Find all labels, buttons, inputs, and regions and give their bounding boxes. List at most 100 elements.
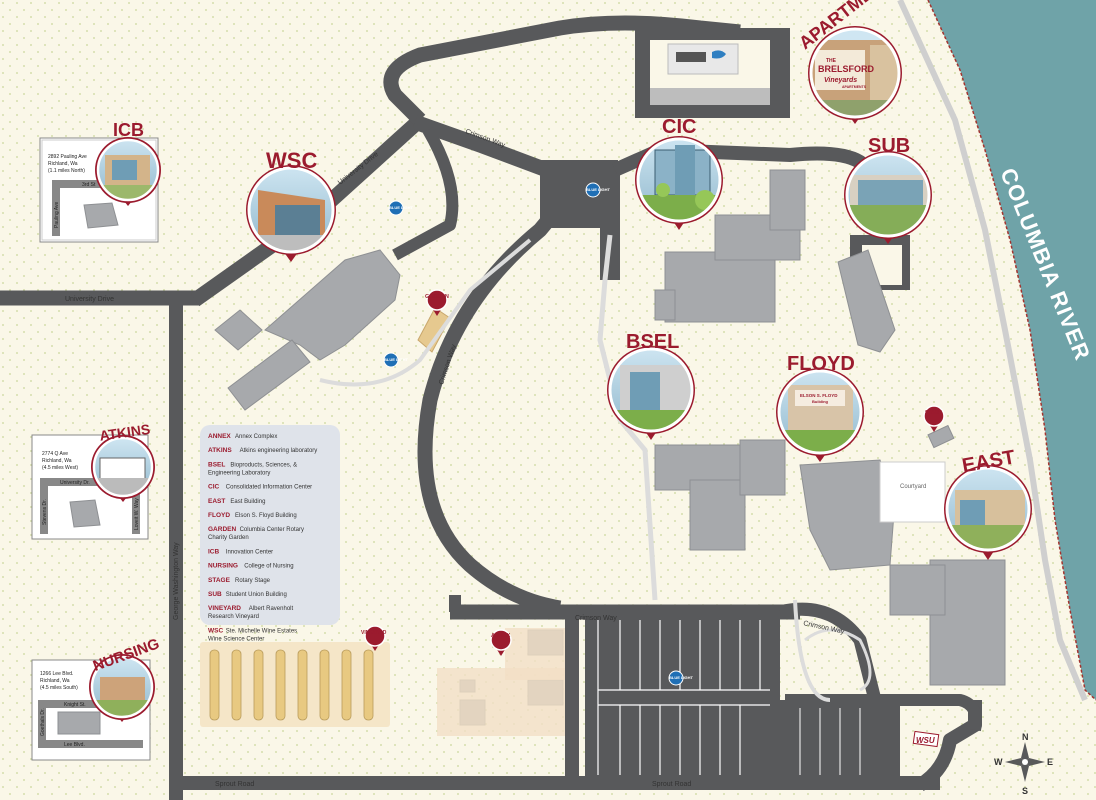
legend-key: ANNEX <box>208 433 231 440</box>
cic-building <box>664 251 776 323</box>
pin-label-wsc: WSC <box>266 148 317 173</box>
legend-key: CIC <box>208 484 220 491</box>
cic-drive <box>612 142 890 191</box>
legend-desc: Rotary Stage <box>235 578 271 584</box>
pin-icb[interactable]: ICB <box>95 120 161 206</box>
pin-label-annex: ANNEX <box>491 633 511 639</box>
blue-light-marker[interactable]: BLUE LIGHT <box>668 670 694 686</box>
bsel-wing <box>689 479 746 551</box>
svg-text:APARTMENTS: APARTMENTS <box>842 85 867 89</box>
pin-cic[interactable]: CIC <box>635 116 725 230</box>
svg-text:1266 Lee Blvd.: 1266 Lee Blvd. <box>40 671 73 677</box>
compass-w: W <box>994 757 1003 767</box>
cic-tower <box>769 169 806 231</box>
label-university-drive: University Drive <box>65 296 114 303</box>
pin-east[interactable]: EAST <box>944 446 1034 560</box>
pin-label-icb: ICB <box>113 120 144 140</box>
road-crimson-way-top <box>412 114 563 183</box>
legend-desc: Annex Complex <box>235 434 277 440</box>
wsc-building <box>264 249 401 361</box>
legend-desc: Innovation Center <box>226 549 273 555</box>
legend-desc: Albert Ravenholt <box>249 606 294 612</box>
pin-vineyard[interactable]: VINEYARD <box>361 625 387 651</box>
legend-key: NURSING <box>208 563 238 570</box>
svg-text:BLUE LIGHT: BLUE LIGHT <box>586 187 611 192</box>
cic-side <box>654 289 676 321</box>
legend-key: FLOYD <box>208 512 230 519</box>
pin-label-sub: SUB <box>868 135 910 157</box>
label-sprout-road-right: Sprout Road <box>652 781 691 788</box>
blue-light-marker[interactable]: BLUE LIGHT <box>388 200 414 216</box>
pin-atkins[interactable]: ATKINS <box>91 421 155 502</box>
pin-label-vineyard: VINEYARD <box>361 630 387 636</box>
stage-building <box>927 424 955 449</box>
legend-desc: Atkins engineering laboratory <box>240 448 318 454</box>
pin-wsc[interactable]: WSC <box>246 148 336 262</box>
pin-nursing[interactable]: NURSING <box>89 635 162 722</box>
svg-text:(4.5 miles South): (4.5 miles South) <box>40 685 78 691</box>
blue-lights: BLUE LIGHT BLUE LIGHT BLUE LIGHT BLUE LI… <box>383 182 694 686</box>
walkway-east <box>793 599 831 702</box>
courtyard-label: Courtyard <box>900 484 926 490</box>
svg-text:2774 Q Ave: 2774 Q Ave <box>42 451 68 457</box>
svg-text:BLUE LIGHT: BLUE LIGHT <box>669 675 694 680</box>
compass-s: S <box>1022 786 1028 796</box>
svg-text:3rd St: 3rd St <box>82 182 96 188</box>
pin-stage[interactable]: STAGE <box>923 405 945 432</box>
svg-text:THE: THE <box>826 58 837 64</box>
legend-desc: Columbia Center Rotary <box>240 527 304 533</box>
courtyard <box>879 461 946 523</box>
walkway-garden <box>319 238 532 387</box>
pin-floyd[interactable]: ELSON S. FLOYD Building FLOYD <box>776 353 866 462</box>
svg-text:Building: Building <box>812 399 829 404</box>
legend-key: ICB <box>208 548 220 555</box>
label-george-washington: George Washington Way <box>173 542 180 620</box>
annex-pad-2 <box>505 628 565 680</box>
south-parking-lot <box>585 612 780 782</box>
legend-key: BSEL <box>208 461 225 468</box>
pin-garden[interactable]: GARDEN <box>425 289 449 316</box>
pin-sub[interactable]: SUB <box>844 135 934 244</box>
pin-label-stage: STAGE <box>925 410 943 416</box>
legend-desc: Bioproducts, Sciences, & <box>230 462 297 468</box>
svg-text:Vineyards: Vineyards <box>824 77 857 84</box>
blue-light-marker[interactable]: BLUE LIGHT <box>383 352 409 368</box>
legend-key: SUB <box>208 591 222 598</box>
legend-desc: Student Union Building <box>226 592 287 598</box>
legend-desc-cont: Charity Garden <box>208 535 249 541</box>
svg-text:(4.5 miles West): (4.5 miles West) <box>42 465 78 471</box>
road-east-loop <box>785 694 982 732</box>
pin-label-bsel: BSEL <box>626 331 679 353</box>
compass-e: E <box>1047 757 1053 767</box>
legend-key: GARDEN <box>208 526 236 533</box>
svg-text:ELSON S. FLOYD: ELSON S. FLOYD <box>800 393 838 398</box>
vineyard-rows <box>200 642 390 727</box>
pin-annex[interactable]: ANNEX <box>490 629 512 656</box>
pool-icon <box>712 50 726 59</box>
wsu-sign: WSU <box>912 730 940 748</box>
blue-light-marker[interactable]: BLUE LIGHT <box>585 182 611 198</box>
sub-building <box>837 249 896 353</box>
svg-text:Pauling Ave: Pauling Ave <box>54 201 60 228</box>
svg-text:2892 Pauling Ave: 2892 Pauling Ave <box>48 154 87 160</box>
legend-key: WSC <box>208 627 223 634</box>
pool-building <box>676 52 706 62</box>
road-top-loop <box>383 15 741 126</box>
road-wsc-access <box>392 126 459 261</box>
road-sprout-east <box>916 700 982 792</box>
river-shore <box>897 0 1088 702</box>
top-lot-rail <box>650 88 770 105</box>
svg-text:Loveit W. Way: Loveit W. Way <box>134 498 140 530</box>
svg-text:Richland, Wa: Richland, Wa <box>42 458 72 464</box>
legend-desc-cont: Engineering Laboratory <box>208 470 270 476</box>
legend-box <box>200 425 340 625</box>
svg-text:Stevens Dr.: Stevens Dr. <box>42 499 48 525</box>
legend-desc: Ste. Michelle Wine Estates <box>226 628 297 634</box>
pin-bsel[interactable]: BSEL <box>607 331 697 440</box>
svg-text:Lee Blvd.: Lee Blvd. <box>64 742 85 748</box>
label-sprout-road-left: Sprout Road <box>215 781 254 788</box>
label-crimson-way-bottom: Crimson Way <box>575 615 617 622</box>
road-crimson-way-curve <box>417 195 571 616</box>
